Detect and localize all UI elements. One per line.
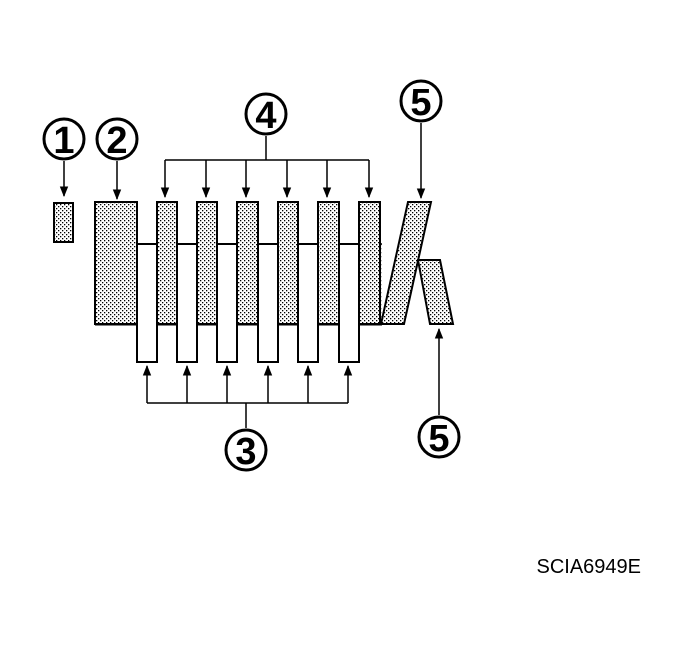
callout-4-label: 4 <box>255 95 276 137</box>
callout-5-top-label: 5 <box>410 82 431 124</box>
callout-3-label: 3 <box>235 431 256 473</box>
figure-code: SCIA6949E <box>536 556 641 578</box>
plate-4f <box>358 201 381 325</box>
callout-4: 4 <box>244 92 288 137</box>
plate-4e <box>317 201 340 325</box>
part-1-block <box>53 202 74 243</box>
plate-3a <box>136 243 158 363</box>
plate-3c <box>216 243 238 363</box>
callout-5-top: 5 <box>399 79 443 124</box>
plate-3f <box>338 243 360 363</box>
callout-1-label: 1 <box>53 120 74 162</box>
callout-5-bottom-label: 5 <box>428 418 449 460</box>
callout-5-bottom: 5 <box>417 415 461 460</box>
part-5-slanted-plate-upper <box>379 201 433 325</box>
plate-4a <box>156 201 178 325</box>
plate-3b <box>176 243 198 363</box>
plate-4c <box>236 201 259 325</box>
plate-4d <box>277 201 299 325</box>
callout-1: 1 <box>42 117 86 162</box>
leader-group-4 <box>160 136 374 199</box>
part-2-block <box>94 201 138 325</box>
callout-2: 2 <box>95 117 139 162</box>
part-4-plates <box>156 201 381 325</box>
part-5-slanted-plate-lower <box>416 259 455 325</box>
plate-4b <box>196 201 218 325</box>
callout-3: 3 <box>224 428 268 473</box>
plate-3d <box>257 243 279 363</box>
plate-3e <box>297 243 319 363</box>
leader-group-3 <box>142 364 353 428</box>
callout-2-label: 2 <box>106 120 127 162</box>
